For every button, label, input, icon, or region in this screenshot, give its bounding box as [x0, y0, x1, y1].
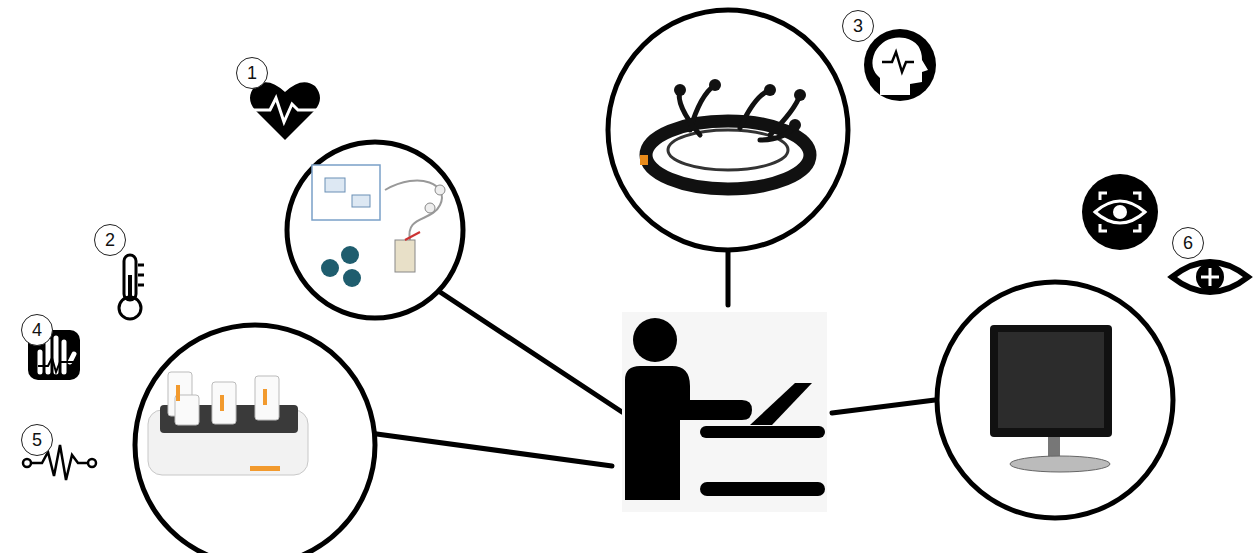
callout-circle: 2	[94, 224, 126, 256]
person-figure-part	[750, 383, 812, 425]
ecg-kit-circle-part	[341, 246, 359, 264]
sensor-dock-circle-part	[176, 385, 267, 411]
ecg-kit-circle-part	[321, 259, 339, 277]
eye-target-icon-part	[1201, 268, 1219, 286]
callout-number: 6	[1183, 234, 1193, 252]
thermometer-icon-part	[128, 275, 132, 300]
signal-wave-icon-part	[23, 459, 31, 467]
ecg-kit-circle-part	[287, 142, 463, 318]
monitor-circle-part	[998, 332, 1104, 428]
person-figure-part	[622, 312, 827, 512]
monitor-circle-part	[937, 282, 1173, 518]
eye-target-icon	[1172, 262, 1248, 292]
eye-tracking-icon-part	[1095, 201, 1145, 223]
ecg-kit-circle-part	[405, 232, 420, 240]
monitor-circle	[937, 282, 1173, 518]
thermometer-icon-part	[138, 274, 144, 277]
ecg-kit-circle-part	[435, 185, 445, 195]
thermometer-icon	[119, 255, 144, 319]
sensor-dock-circle	[135, 325, 375, 553]
eeg-headset-circle-part-part	[789, 119, 801, 131]
ecg-kit-circle-part	[352, 195, 370, 207]
ecg-kit-circle	[287, 142, 463, 318]
link-lines-part	[726, 252, 731, 305]
callout-circle: 5	[21, 424, 53, 456]
eye-target-icon-part	[1172, 262, 1248, 292]
eeg-headset-circle-part	[640, 155, 648, 165]
callout-number: 5	[32, 431, 42, 449]
eye-tracking-icon-part	[1082, 174, 1158, 250]
eeg-headset-circle-part-part	[709, 79, 721, 91]
monitor-circle-part	[990, 325, 1112, 437]
person-figure	[622, 312, 827, 512]
eeg-headset-circle-part-part	[674, 84, 686, 96]
ecg-kit-circle-part	[312, 165, 380, 220]
eeg-headset-circle-part	[674, 79, 806, 131]
ecg-kit-circle-part	[343, 269, 361, 287]
callout-circle: 1	[236, 57, 268, 89]
ecg-kit-circle-part	[425, 203, 435, 213]
link-lines-part	[362, 432, 612, 466]
thermometer-icon-part	[119, 297, 141, 319]
callout-number: 1	[247, 64, 257, 82]
sensor-dock-circle-part	[168, 372, 279, 425]
sensor-dock-circle-part-part	[263, 389, 267, 405]
person-figure-part	[700, 482, 825, 496]
eeg-headset-circle-part-part	[764, 84, 776, 96]
callout-circle: 3	[842, 10, 874, 42]
callout-number: 4	[32, 321, 42, 339]
eye-tracking-icon-part	[1100, 193, 1140, 231]
ecg-kit-circle-part	[395, 240, 415, 272]
sensor-dock-circle-part	[250, 466, 280, 471]
heart-icon-part	[250, 82, 320, 140]
eeg-headset-circle-part	[679, 85, 800, 140]
eye-tracking-icon	[1082, 174, 1158, 250]
eeg-headset-circle-part-part	[794, 89, 806, 101]
callout-circle: 4	[21, 314, 53, 346]
person-figure-part	[700, 426, 825, 438]
brain-signal-icon-part	[882, 52, 914, 72]
signal-wave-icon-part	[88, 459, 96, 467]
sensor-dock-circle-part-part	[176, 385, 180, 401]
link-lines-part	[832, 400, 935, 413]
eeg-headset-circle-part	[608, 10, 848, 250]
eeg-headset-circle-part-part	[679, 90, 700, 135]
callout-number: 2	[105, 231, 115, 249]
callout-circle: 6	[1172, 227, 1204, 259]
link-lines-part	[440, 292, 622, 412]
heart-icon-part	[252, 98, 318, 122]
thermometer-icon-part	[124, 255, 136, 300]
eeg-headset-circle-part	[646, 121, 810, 189]
callout-number: 3	[853, 17, 863, 35]
ecg-kit-circle-part	[325, 178, 345, 192]
thermometer-icon-part	[138, 284, 144, 287]
person-figure-part	[633, 318, 677, 362]
sensor-dock-circle-part-part	[212, 382, 236, 424]
ecg-kit-circle-part	[385, 181, 442, 240]
brain-signal-icon-part	[864, 29, 936, 101]
monitor-circle-part	[1010, 456, 1110, 472]
sensor-dock-circle-part	[135, 325, 375, 553]
sensor-dock-circle-part-part	[220, 395, 224, 411]
eye-target-icon-part	[1196, 263, 1224, 291]
eye-tracking-icon-part	[1113, 205, 1127, 219]
thermometer-icon-part	[138, 264, 144, 267]
sensor-dock-circle-part-part	[255, 376, 279, 420]
eeg-headset-circle	[608, 10, 848, 250]
brain-signal-icon-part	[872, 38, 928, 95]
monitor-circle-part	[1048, 437, 1060, 457]
heart-icon	[250, 82, 320, 140]
eeg-headset-circle-part-part	[770, 95, 800, 135]
eeg-headset-circle-part-part	[740, 90, 770, 128]
hand-sensor-icon-part	[38, 358, 76, 372]
brain-signal-icon	[864, 29, 936, 101]
